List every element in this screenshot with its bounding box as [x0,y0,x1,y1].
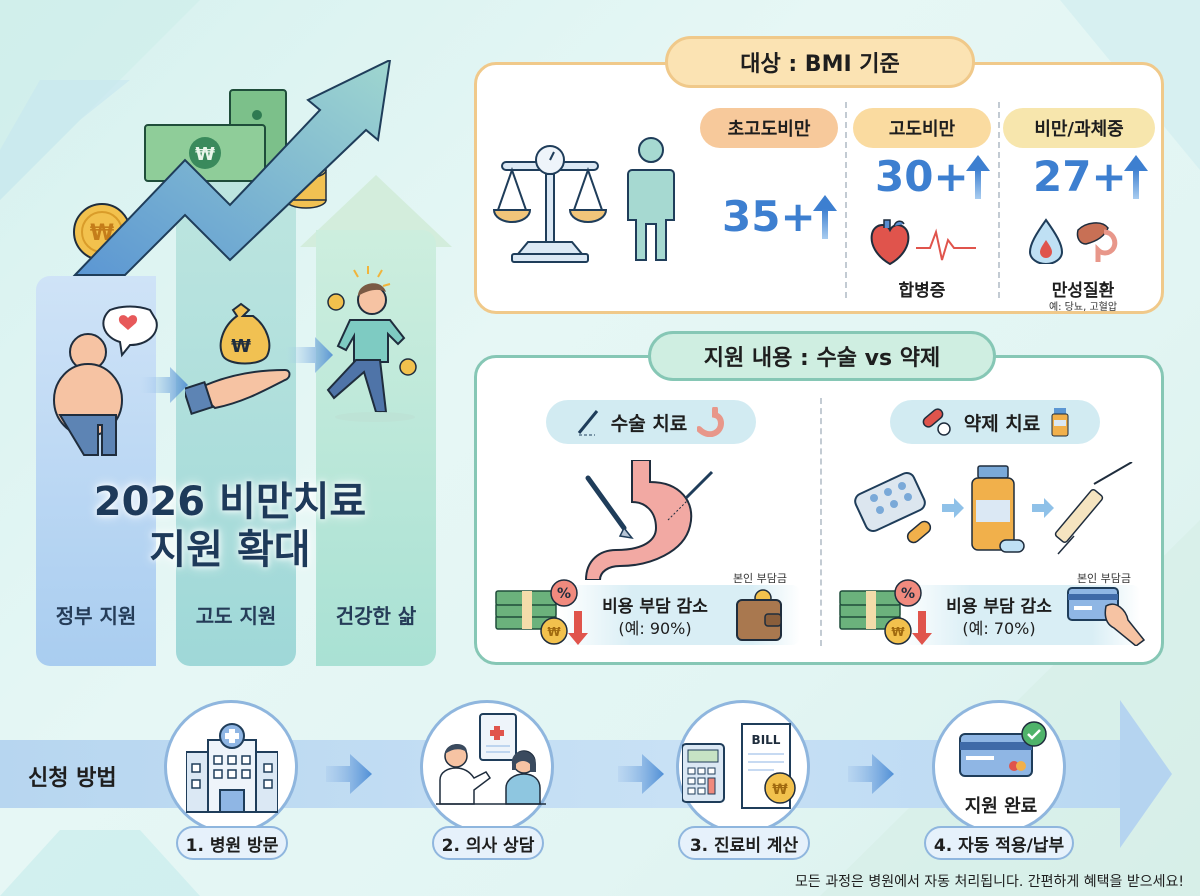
svg-text:₩: ₩ [231,336,251,357]
process-band-arrowhead [1120,700,1172,848]
treatment-divider [820,398,822,646]
category-divider [845,102,847,298]
process-title: 신청 방법 [28,766,117,791]
target-panel-header: 대상 : BMI 기준 [665,36,975,88]
step-arrow-icon [848,754,894,794]
drug-treatment-pill: 약제 치료 [890,400,1100,444]
step-3-label: 3. 진료비 계산 [678,826,810,860]
step-arrow-icon [618,754,664,794]
stomach-icon [697,407,725,437]
column-label-healthy-life: 건강한 삶 [335,604,417,628]
medicine-bottle-icon [1051,408,1069,437]
up-arrow-icon [812,194,837,239]
cash-stack-discount-icon: % ₩ [495,579,588,645]
category-divider [998,102,1000,298]
heart-icon [870,219,910,266]
money-bag-hand-icon: ₩ [185,302,291,416]
target-panel-box [474,62,1164,314]
pills-bottle-injection-illustration [854,462,1133,555]
hospital-icon [186,723,278,813]
category-high-obesity: 고도비만 [853,108,991,148]
category-severe-obesity: 초고도비만 [700,108,838,148]
svg-text:₩: ₩ [891,625,905,639]
step-2-label: 2. 의사 상담 [432,826,544,860]
liver-stomach-icon [1076,222,1118,262]
hero-title: 2026 비만치료 지원 확대 [93,479,367,573]
chronic-disease-label: 만성질환 [1051,281,1115,301]
card-check-icon [959,721,1047,777]
balance-scale-icon [492,145,608,263]
step-arrow-icon [326,754,372,794]
flow-arrow-icon [285,337,333,373]
up-arrow-icon [1123,154,1148,199]
bmi-threshold-27: 27+ [1033,152,1148,201]
overweight-person-icon [53,305,158,456]
stomach-surgery-illustration [584,460,714,580]
flow-arrow-icon [140,367,188,403]
scalpel-icon [577,410,598,436]
column-label-high-support: 고도 지원 [195,604,277,628]
surgery-out-of-pocket-label: 본인 부담금 [732,572,788,585]
step-1-label: 1. 병원 방문 [176,826,288,860]
category-obese-overweight: 비만/과체중 [1003,108,1155,148]
column-label-government-support: 정부 지원 [55,604,137,628]
running-person-icon [326,266,417,422]
drug-cost-reduction: 비용 부담 감소(예: 70%) [946,597,1052,638]
svg-text:BILL: BILL [752,733,781,747]
svg-text:%: % [557,586,571,602]
process-footnote: 모든 과정은 병원에서 자동 처리됩니다. 간편하게 혜택을 받으세요! [795,874,1184,890]
person-silhouette-icon [627,137,675,261]
up-arrow-icon [965,154,990,199]
drug-out-of-pocket-label: 본인 부담금 [1076,572,1132,585]
surgery-cost-reduction: 비용 부담 감소(예: 90%) [602,597,708,638]
chronic-disease-examples: 예: 당뇨, 고혈압 [1048,302,1118,313]
svg-text:₩: ₩ [195,144,215,165]
pill-capsule-icon [922,408,951,436]
svg-text:%: % [901,586,915,602]
bill-calculator-icon: BILL ₩ [682,723,796,809]
comorbidity-label: 합병증 [898,281,946,301]
support-complete-text: 지원 완료 [964,796,1038,817]
step-4-label: 4. 자동 적용/납부 [924,826,1074,860]
support-panel-header: 지원 내용 : 수술 vs 약제 [648,331,996,381]
growth-trend-arrow-icon: ₩ ₩ [72,60,392,276]
doctor-consult-icon [436,713,546,805]
svg-text:₩: ₩ [772,782,788,798]
heartbeat-pulse-icon [916,228,976,261]
wallet-icon [736,589,782,641]
cash-stack-discount-icon: % ₩ [839,579,932,645]
card-payment-hand-icon [1067,587,1146,646]
bmi-threshold-35: 35+ [722,192,837,241]
surgery-treatment-pill: 수술 치료 [546,400,756,444]
bmi-threshold-30: 30+ [875,152,990,201]
blood-drop-icon [1028,218,1064,264]
svg-text:₩: ₩ [547,625,561,639]
